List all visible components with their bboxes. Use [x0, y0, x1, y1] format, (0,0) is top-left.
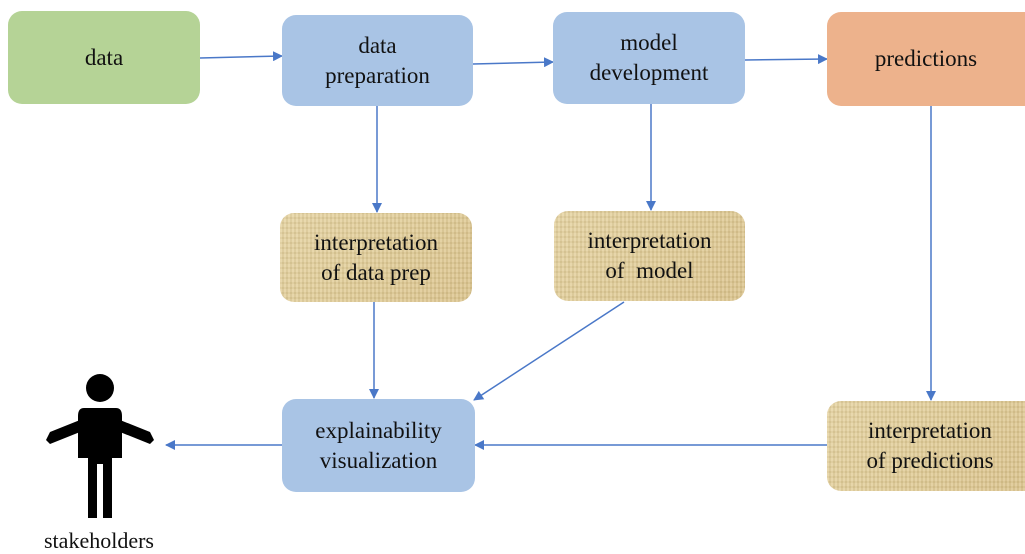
node-data-label: data [84, 44, 124, 70]
node-explainability-line2: visualization [319, 447, 438, 473]
arrow-data-to-preparation [199, 51, 283, 62]
node-interp-model-line1: interpretation [587, 228, 712, 253]
node-model-development-line2: development [589, 60, 709, 85]
node-data: data [8, 11, 200, 104]
node-explainability-line1: explainability [315, 417, 442, 443]
node-model-development: model development [553, 12, 745, 104]
node-data-preparation: data preparation [282, 15, 473, 106]
node-interpretation-data-prep: interpretation of data prep [280, 213, 472, 302]
node-interp-data-prep-line1: interpretation [314, 229, 438, 255]
node-interp-data-prep-line2: of data prep [321, 259, 431, 285]
node-interpretation-model: interpretation of model [554, 211, 745, 301]
node-predictions-label: predictions [874, 46, 978, 71]
node-model-development-line1: model [620, 30, 678, 55]
node-interp-predictions-line1: interpretation [868, 418, 992, 443]
node-interp-predictions-line2: of predictions [866, 448, 994, 473]
arrow-preparation-to-model [472, 57, 554, 68]
node-interpretation-predictions: interpretation of predictions [827, 401, 1025, 491]
node-interp-model-line2: of model [605, 258, 694, 283]
stakeholders-label: stakeholders [44, 528, 154, 553]
node-predictions: predictions [827, 12, 1025, 106]
node-explainability-visualization: explainability visualization [282, 399, 475, 492]
arrow-model-to-predictions [744, 54, 828, 65]
person-shrug-icon [46, 374, 154, 518]
node-data-preparation-line2: preparation [325, 62, 430, 88]
node-data-preparation-line1: data [358, 32, 397, 58]
arrow-interp-model-to-viz [473, 301, 625, 401]
